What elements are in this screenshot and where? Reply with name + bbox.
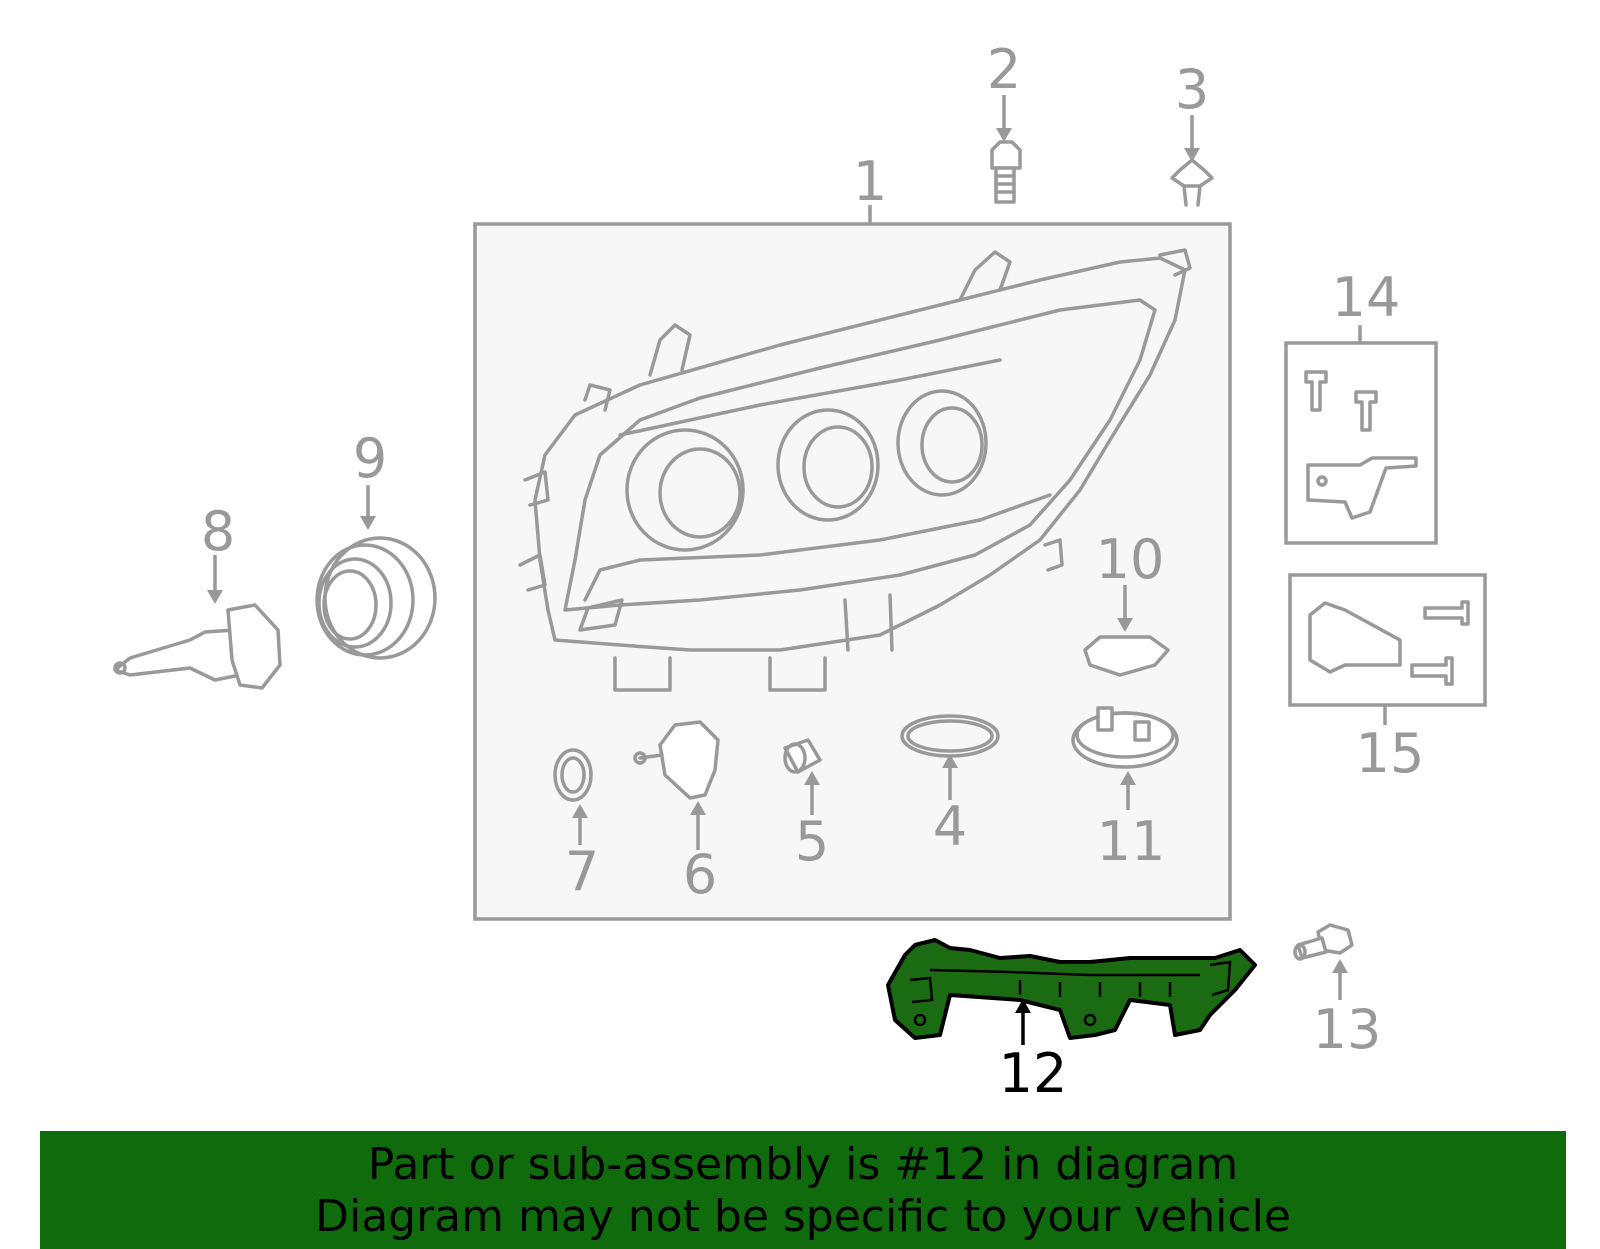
part-15-kit xyxy=(1288,573,1487,725)
banner-line-2: Diagram may not be specific to your vehi… xyxy=(315,1191,1291,1242)
part-10-connector xyxy=(1083,585,1170,677)
callout-5: 5 xyxy=(795,810,829,873)
part-8-bulb xyxy=(113,555,282,690)
part-3-clip xyxy=(1170,115,1214,207)
callout-3: 3 xyxy=(1175,58,1209,121)
callout-12: 12 xyxy=(999,1042,1068,1105)
callout-1: 1 xyxy=(853,150,887,213)
part-13-bolt xyxy=(1293,923,1354,1000)
callout-13: 13 xyxy=(1313,998,1382,1061)
part-7-oring xyxy=(553,748,593,845)
banner-line-1: Part or sub-assembly is #12 in diagram xyxy=(367,1139,1239,1190)
info-banner: Part or sub-assembly is #12 in diagram D… xyxy=(40,1131,1566,1249)
callout-7: 7 xyxy=(565,840,599,903)
callout-10: 10 xyxy=(1096,528,1165,591)
part-12-bracket xyxy=(886,938,1257,1045)
callout-6: 6 xyxy=(683,843,717,906)
callout-9: 9 xyxy=(353,427,387,490)
part-11-socket-ring xyxy=(1071,706,1179,810)
part-9-collar xyxy=(315,485,437,660)
part-14-kit xyxy=(1284,325,1438,545)
headlamp-unit xyxy=(518,248,1192,692)
callout-14: 14 xyxy=(1332,266,1401,329)
part-4-gasket xyxy=(900,714,1000,800)
part-5-sleeve xyxy=(783,738,822,815)
callout-8: 8 xyxy=(201,500,235,563)
callout-2: 2 xyxy=(987,38,1021,101)
callout-15: 15 xyxy=(1356,722,1425,785)
part-6-socket xyxy=(633,720,720,850)
part-2-bolt xyxy=(990,95,1022,204)
callout-4: 4 xyxy=(933,795,967,858)
callout-11: 11 xyxy=(1097,810,1166,873)
